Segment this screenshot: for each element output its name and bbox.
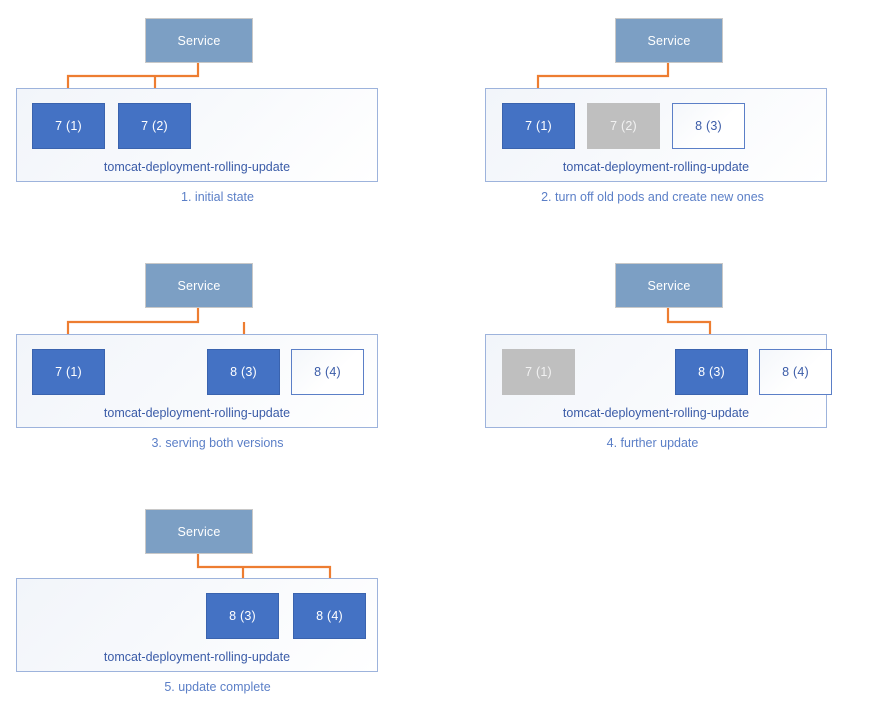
deployment-name-label: tomcat-deployment-rolling-update xyxy=(103,406,291,420)
pod-box[interactable]: 8 (3) xyxy=(675,349,748,395)
pod-box[interactable]: 8 (3) xyxy=(206,593,279,639)
pod-label: 7 (1) xyxy=(55,119,82,133)
panel-caption: 5. update complete xyxy=(164,680,271,694)
pod-label: 8 (3) xyxy=(698,365,725,379)
pod-label: 8 (3) xyxy=(229,609,256,623)
panel-caption: 2. turn off old pods and create new ones xyxy=(541,190,764,204)
deployment-name-label: tomcat-deployment-rolling-update xyxy=(103,650,291,664)
panel-caption: 4. further update xyxy=(606,436,699,450)
pod-box[interactable]: 8 (4) xyxy=(291,349,364,395)
pod-label: 7 (1) xyxy=(525,365,552,379)
service-label: Service xyxy=(647,278,691,293)
service-label: Service xyxy=(177,524,221,539)
pod-label: 8 (4) xyxy=(314,365,341,379)
pod-label: 7 (1) xyxy=(55,365,82,379)
panel-initial-state: Service tomcat-deployment-rolling-update… xyxy=(0,0,435,230)
service-label: Service xyxy=(177,33,221,48)
service-node[interactable]: Service xyxy=(145,509,253,554)
deployment-name-label: tomcat-deployment-rolling-update xyxy=(562,160,750,174)
pod-label: 8 (4) xyxy=(782,365,809,379)
panel-turn-off-old-pods: Service tomcat-deployment-rolling-update… xyxy=(435,0,870,230)
pod-label: 8 (4) xyxy=(316,609,343,623)
deployment-name-label: tomcat-deployment-rolling-update xyxy=(562,406,750,420)
pod-label: 8 (3) xyxy=(695,119,722,133)
service-node[interactable]: Service xyxy=(145,18,253,63)
service-node[interactable]: Service xyxy=(615,263,723,308)
panel-caption: 3. serving both versions xyxy=(151,436,284,450)
service-label: Service xyxy=(177,278,221,293)
pod-box[interactable]: 7 (2) xyxy=(587,103,660,149)
pod-box[interactable]: 7 (1) xyxy=(32,349,105,395)
pod-box[interactable]: 8 (4) xyxy=(759,349,832,395)
panel-serving-both-versions: Service tomcat-deployment-rolling-update… xyxy=(0,245,435,475)
pod-label: 7 (2) xyxy=(610,119,637,133)
panel-further-update: Service tomcat-deployment-rolling-update… xyxy=(435,245,870,475)
pod-box[interactable]: 8 (3) xyxy=(207,349,280,395)
panel-caption: 1. initial state xyxy=(181,190,254,204)
service-node[interactable]: Service xyxy=(145,263,253,308)
deployment-name-label: tomcat-deployment-rolling-update xyxy=(103,160,291,174)
pod-box[interactable]: 7 (2) xyxy=(118,103,191,149)
pod-box[interactable]: 7 (1) xyxy=(32,103,105,149)
pod-label: 8 (3) xyxy=(230,365,257,379)
pod-label: 7 (1) xyxy=(525,119,552,133)
panel-update-complete: Service tomcat-deployment-rolling-update… xyxy=(0,495,435,725)
service-label: Service xyxy=(647,33,691,48)
pod-box[interactable]: 7 (1) xyxy=(502,103,575,149)
service-node[interactable]: Service xyxy=(615,18,723,63)
pod-label: 7 (2) xyxy=(141,119,168,133)
pod-box[interactable]: 8 (4) xyxy=(293,593,366,639)
pod-box[interactable]: 8 (3) xyxy=(672,103,745,149)
pod-box[interactable]: 7 (1) xyxy=(502,349,575,395)
